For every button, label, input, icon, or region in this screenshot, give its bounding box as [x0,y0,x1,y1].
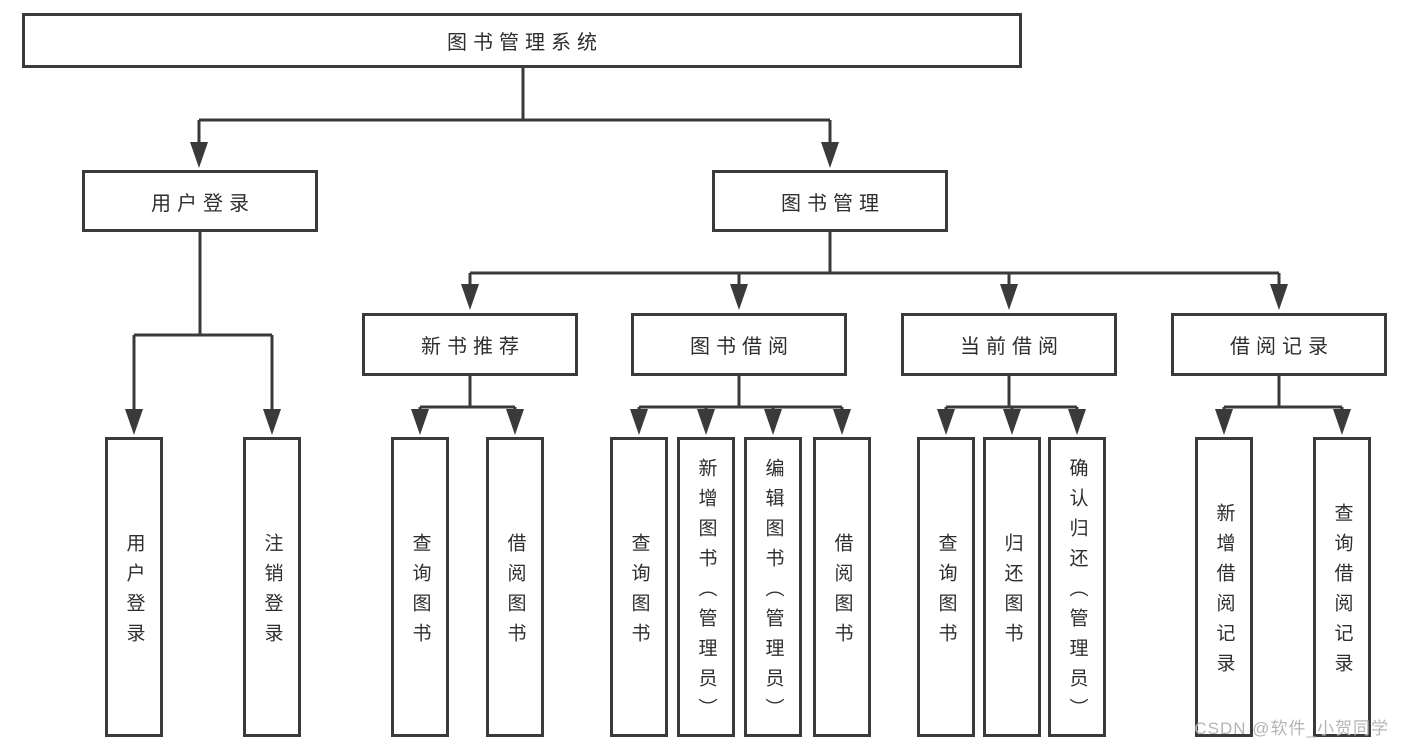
node-root-system: 图书管理系统 [22,13,1022,68]
node-borrow-records: 借阅记录 [1171,313,1387,376]
node-label: 注销登录 [261,532,283,653]
leaf-add-borrow-record: 新增借阅记录 [1195,437,1253,737]
node-book-borrow: 图书借阅 [631,313,847,376]
node-label: 用户登录 [123,532,145,653]
leaf-newbooks-query-book: 查询图书 [391,437,449,737]
leaf-user-login: 用户登录 [105,437,163,737]
leaf-edit-book-admin: 编辑图书（管理员） [744,437,802,737]
node-label: 图书借阅 [690,336,794,358]
leaf-newbooks-borrow-book: 借阅图书 [486,437,544,737]
arrowhead-icon [1270,284,1288,310]
node-user-login: 用户登录 [82,170,318,232]
node-label: 查询借阅记录 [1331,502,1353,683]
leaf-borrow-borrow-book: 借阅图书 [813,437,871,737]
node-label: 用户登录 [151,192,255,215]
arrowhead-icon [697,409,715,435]
leaf-query-borrow-record: 查询借阅记录 [1313,437,1371,737]
connector-bookborrow-to-leaves [637,376,844,410]
node-label: 编辑图书（管理员） [762,457,784,728]
connector-currentborrow-to-leaves [944,376,1079,410]
leaf-return-book: 归还图书 [983,437,1041,737]
connector-borrowrecords-to-leaves [1222,376,1344,410]
arrowhead-icon [937,409,955,435]
arrowhead-icon [821,142,839,168]
arrowhead-icon [125,409,143,435]
node-label: 查询图书 [935,532,957,653]
arrowhead-icon [1068,409,1086,435]
arrowhead-icon [411,409,429,435]
node-label: 借阅记录 [1230,336,1334,358]
csdn-watermark: CSDN @软件_小贺同学 [1194,719,1389,738]
connector-bookmgmt-to-level3 [468,232,1281,285]
node-label: 归还图书 [1001,532,1023,653]
arrowhead-icon [190,142,208,168]
arrowhead-icon [730,284,748,310]
arrowhead-icon [764,409,782,435]
node-book-management: 图书管理 [712,170,948,232]
arrowhead-icon [506,409,524,435]
node-label: 图书管理 [781,192,885,215]
node-label: 新书推荐 [421,336,525,358]
arrowhead-icon [1003,409,1021,435]
leaf-add-book-admin: 新增图书（管理员） [677,437,735,737]
node-label: 新增图书（管理员） [695,457,717,728]
arrowhead-icon [833,409,851,435]
arrowhead-icon [1000,284,1018,310]
node-label: 借阅图书 [504,532,526,653]
node-label: 查询图书 [628,532,650,653]
connector-newbooks-to-leaves [418,376,517,410]
leaf-current-query-book: 查询图书 [917,437,975,737]
arrowhead-icon [461,284,479,310]
node-label: 借阅图书 [831,532,853,653]
arrowhead-icon [263,409,281,435]
node-label: 查询图书 [409,532,431,653]
node-label: 图书管理系统 [447,32,603,54]
node-label: 确认归还（管理员） [1066,457,1088,728]
connector-root-to-level2 [197,68,832,143]
arrowhead-icon [630,409,648,435]
arrowhead-icon [1333,409,1351,435]
leaf-borrow-query-book: 查询图书 [610,437,668,737]
node-label: 新增借阅记录 [1213,502,1235,683]
node-label: 当前借阅 [960,336,1064,358]
node-new-book-recommend: 新书推荐 [362,313,578,376]
leaf-logout: 注销登录 [243,437,301,737]
leaf-confirm-return-admin: 确认归还（管理员） [1048,437,1106,737]
node-current-borrow: 当前借阅 [901,313,1117,376]
arrowhead-icon [1215,409,1233,435]
connector-userlogin-to-leaves [132,232,274,410]
